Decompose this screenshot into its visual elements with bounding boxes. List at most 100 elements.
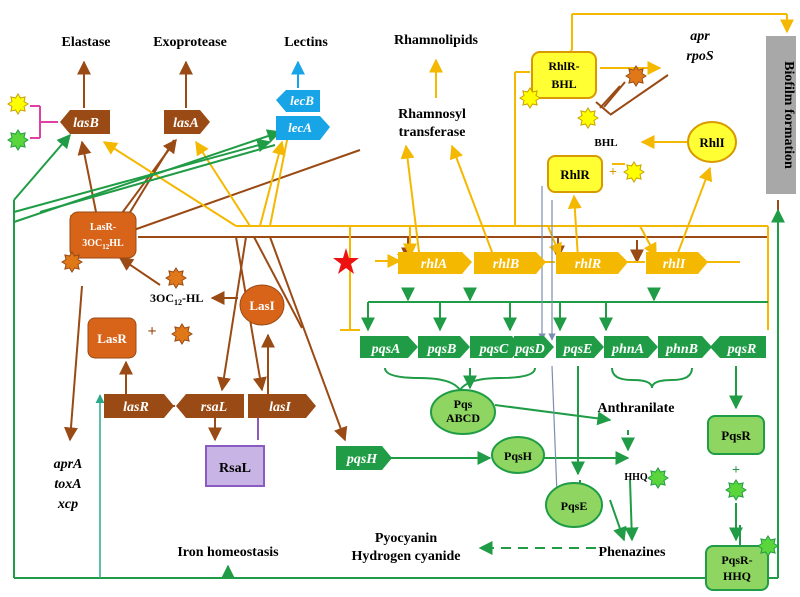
gene-lasI: lasI — [248, 394, 316, 418]
label-anthranilate: Anthranilate — [598, 401, 675, 416]
rhlR-bhl-line1: RhlR- — [548, 59, 579, 73]
pqs-abcd-line1: Pqs — [454, 397, 473, 411]
label-rhamnosyl-2: transferase — [399, 125, 466, 140]
signal-molecule-icon — [623, 161, 645, 183]
label-pyocyanin-1: Pyocyanin — [375, 531, 437, 546]
gene-rsaL-label: rsaL — [201, 400, 227, 415]
protein-pqs-abcd: Pqs ABCD — [430, 389, 496, 435]
rhl-connectors — [70, 13, 794, 331]
signal-molecule-icon — [647, 467, 669, 489]
signal-molecule-icon — [519, 87, 541, 109]
label-rpos: rpoS — [686, 49, 713, 64]
gene-rhlR: rhlR — [556, 252, 628, 274]
biofilm-formation: Biofilm formation — [766, 36, 796, 194]
protein-lasR-label: LasR — [97, 331, 127, 346]
label-pyocyanin-2: Hydrogen cyanide — [351, 549, 460, 564]
gene-pqsC: pqsC — [470, 336, 522, 358]
gene-pqsD: pqsD — [514, 336, 554, 358]
protein-rhlR-bhl: RhlR- BHL — [531, 51, 597, 99]
protein-pqsR: PqsR — [707, 415, 765, 455]
gene-pqsH: pqsH — [336, 446, 392, 470]
pqsR-hhq-line2: HHQ — [723, 569, 751, 583]
gene-pqsE-label: pqsE — [563, 342, 593, 357]
signal-molecules — [7, 65, 779, 557]
gene-pqsB: pqsB — [418, 336, 470, 358]
label-aprA: aprA — [54, 457, 83, 472]
label-phenazines: Phenazines — [599, 545, 666, 560]
protein-lasI-label: LasI — [249, 298, 274, 313]
gene-lasA-label: lasA — [173, 116, 199, 131]
gene-phnB: phnB — [658, 336, 712, 358]
gene-lasR-label: lasR — [123, 400, 149, 415]
label-elastase: Elastase — [62, 35, 111, 50]
label-hhq: HHQ — [624, 472, 648, 483]
label-apr: apr — [690, 29, 710, 44]
pqs-abcd-line2: ABCD — [446, 411, 480, 425]
gene-pqsB-label: pqsB — [427, 342, 457, 357]
label-iron: Iron homeostasis — [177, 545, 279, 560]
protein-rsaL-label: RsaL — [219, 461, 251, 476]
plus-lasR: + — [147, 323, 156, 340]
gene-rhlB-label: rhlB — [493, 257, 519, 272]
label-rhamnosyl-1: Rhamnosyl — [398, 107, 466, 122]
signal-molecule-icon — [7, 93, 29, 115]
signal-molecule-icon — [725, 479, 747, 501]
protein-rhlI: RhlI — [687, 121, 737, 163]
protein-rhlR: RhlR — [547, 155, 603, 193]
gene-rhlA: rhlA — [398, 252, 472, 274]
ohl-b: 12 — [174, 298, 182, 307]
svg-text:LasR-: LasR- — [90, 222, 116, 233]
protein-pqsH-label: PqsH — [504, 449, 533, 463]
gene-phnA: phnA — [604, 336, 658, 358]
label-toxA: toxA — [54, 477, 81, 492]
protein-pqsE: PqsE — [545, 482, 603, 528]
plus-rhlR: + — [609, 165, 617, 180]
biofilm-label: Biofilm formation — [781, 61, 796, 169]
gene-phnB-label: phnB — [665, 342, 698, 357]
gene-rhlI-label: rhlI — [663, 257, 686, 272]
rhlR-bhl-line2: BHL — [551, 77, 576, 91]
ohl-c: -HL — [182, 291, 203, 305]
gene-pqsA: pqsA — [360, 336, 418, 358]
protein-rhlI-label: RhlI — [699, 135, 724, 150]
protein-pqsE-label: PqsE — [561, 499, 588, 513]
gene-arrows: lasB lasA lecB lecA rhlA rhlB r — [60, 90, 766, 470]
pqsR-hhq-line1: PqsR- — [721, 553, 752, 567]
label-rhamnolipids: Rhamnolipids — [394, 33, 479, 48]
signal-3oc12hl: 3OC12-HL — [150, 291, 203, 307]
gene-lasB: lasB — [60, 110, 110, 134]
connectors — [13, 13, 794, 579]
signal-molecule-icon — [757, 535, 779, 557]
gene-rhlI: rhlI — [646, 252, 708, 274]
red-star-icon — [333, 248, 359, 274]
protein-pqsH: PqsH — [491, 436, 545, 474]
signal-molecule-icon — [165, 267, 187, 289]
protein-rsaL: RsaL — [205, 445, 265, 487]
gene-lasI-label: lasI — [269, 400, 291, 415]
protein-rhlR-label: RhlR — [560, 167, 590, 182]
pqs-connectors — [13, 129, 785, 579]
gene-pqsC-label: pqsC — [479, 342, 509, 357]
gene-lecB: lecB — [276, 90, 320, 112]
product-labels: Elastase Exoprotease Lectins Rhamnolipid… — [54, 29, 740, 564]
gene-lecA: lecA — [276, 116, 330, 140]
gene-pqsR: pqsR — [710, 336, 766, 358]
gene-pqsR-label: pqsR — [727, 342, 757, 357]
signal-molecule-icon — [577, 107, 599, 129]
gene-lasB-label: lasB — [73, 116, 99, 131]
gene-pqsE: pqsE — [556, 336, 604, 358]
signal-molecule-icon — [7, 129, 29, 151]
signal-bracket — [30, 105, 58, 139]
gene-rsaL: rsaL — [176, 394, 244, 418]
ohl-a: 3OC — [150, 291, 174, 305]
gene-lecB-label: lecB — [290, 93, 314, 108]
plus-pqsR: + — [732, 463, 740, 478]
gene-lasA: lasA — [164, 110, 210, 134]
protein-pqsR-label: PqsR — [721, 428, 751, 443]
lasR-complex-line2b: 12 — [102, 243, 110, 251]
gene-rhlR-label: rhlR — [575, 257, 601, 272]
protein-lasI: LasI — [239, 284, 285, 326]
lasR-complex-line1: LasR- — [90, 222, 116, 233]
signal-molecule-icon — [171, 323, 193, 345]
